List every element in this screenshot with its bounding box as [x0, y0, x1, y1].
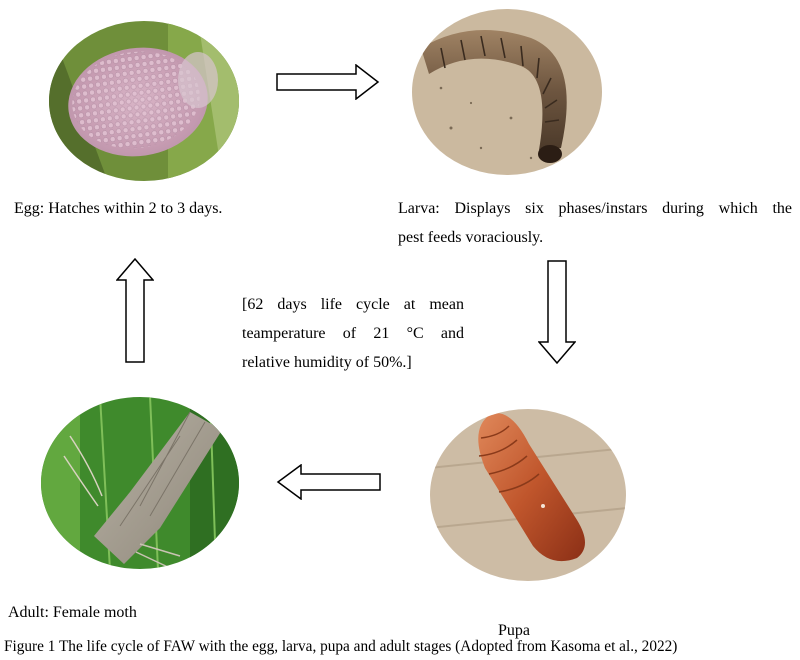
- adult-photo: [40, 396, 240, 570]
- larva-photo: [411, 8, 603, 176]
- larva-label-line2: pest feeds voraciously.: [398, 229, 544, 246]
- arrow-egg-to-larva: [276, 64, 380, 100]
- arrow-adult-to-egg: [116, 258, 154, 363]
- adult-label: Adult: Female moth: [8, 604, 137, 621]
- larva-label-line1: Larva: Displays six phases/instars durin…: [398, 200, 792, 217]
- arrow-larva-to-pupa: [538, 260, 576, 364]
- pupa-photo: [429, 408, 627, 582]
- egg-label: Egg: Hatches within 2 to 3 days.: [14, 200, 223, 217]
- note-line2: teamperature of 21 °C and: [242, 325, 464, 342]
- life-cycle-note: [62 days life cycle at mean teamperature…: [242, 290, 464, 377]
- larva-label: Larva: Displays six phases/instars durin…: [398, 194, 792, 252]
- note-line3: relative humidity of 50%.]: [242, 354, 412, 371]
- egg-photo: [48, 20, 240, 182]
- pupa-label: Pupa: [498, 622, 530, 639]
- figure-caption: Figure 1 The life cycle of FAW with the …: [4, 638, 678, 655]
- note-line1: [62 days life cycle at mean: [242, 296, 464, 313]
- arrow-pupa-to-adult: [276, 464, 381, 500]
